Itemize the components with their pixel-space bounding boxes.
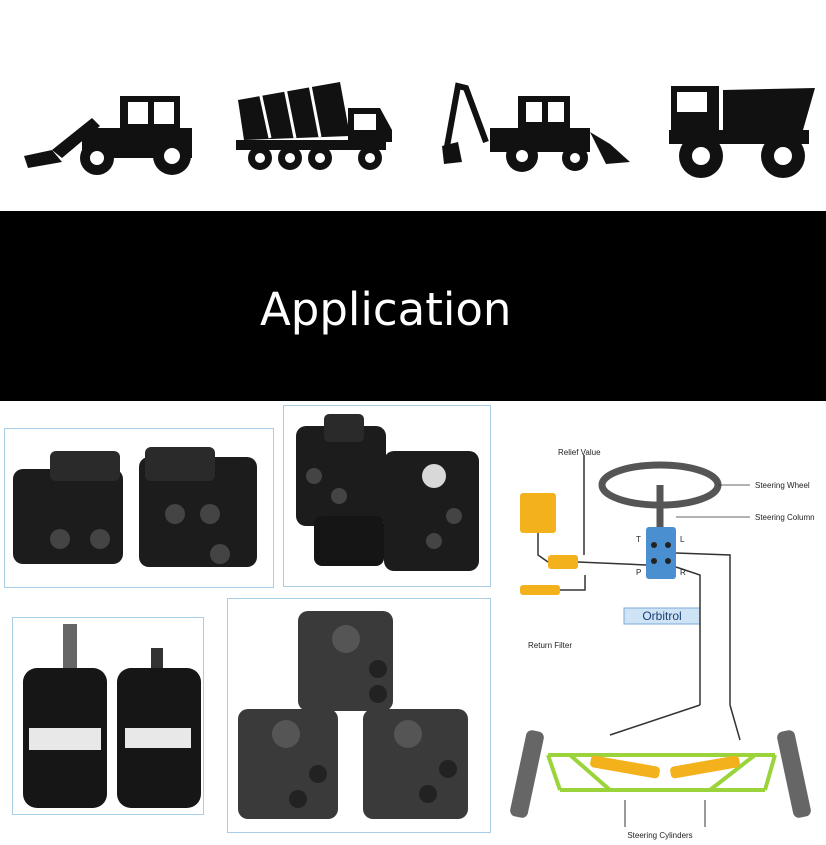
label-return-filter: Return Filter [528, 641, 572, 650]
relief-valve-icon [548, 555, 578, 569]
steering-unit-image [296, 414, 479, 571]
product-photo-steering-units-2 [283, 405, 491, 587]
return-filter-icon [520, 585, 560, 595]
label-port-l: L [680, 535, 685, 544]
product-photo-steering-units-4 [227, 598, 491, 833]
backhoe-loader-icon [442, 82, 630, 172]
label-port-p: P [636, 568, 641, 577]
label-steering-cylinders: Steering Cylinders [627, 831, 692, 840]
product-photo-steering-units-1 [4, 428, 274, 588]
left-wheel-icon [510, 730, 544, 818]
steering-unit-image [23, 624, 201, 808]
banner-title: Application [260, 283, 512, 336]
label-relief-valve: Relief Value [558, 448, 601, 457]
steering-cylinder-left [590, 755, 660, 779]
concrete-mixer-truck-icon [236, 82, 392, 170]
oil-tank-icon [520, 493, 556, 533]
label-steering-wheel: Steering Wheel [755, 481, 810, 490]
label-orbitrol: Orbitrol [642, 609, 681, 623]
vehicle-strip [0, 0, 826, 210]
label-port-t: T [636, 535, 641, 544]
steering-unit-image [238, 611, 468, 819]
product-photo-steering-units-3 [12, 617, 204, 815]
steering-cylinder-right [670, 755, 740, 779]
steering-unit-image [13, 447, 257, 567]
wheel-loader-icon [24, 96, 192, 175]
label-port-r: R [680, 568, 686, 577]
label-steering-column: Steering Column [755, 513, 815, 522]
steering-system-diagram: Relief Value Steering Wheel Steering Col… [510, 448, 815, 840]
right-wheel-icon [777, 730, 811, 818]
axle-frame [546, 753, 777, 792]
dump-truck-icon [669, 86, 815, 178]
orbitrol-unit [646, 527, 676, 579]
application-banner [0, 211, 826, 401]
